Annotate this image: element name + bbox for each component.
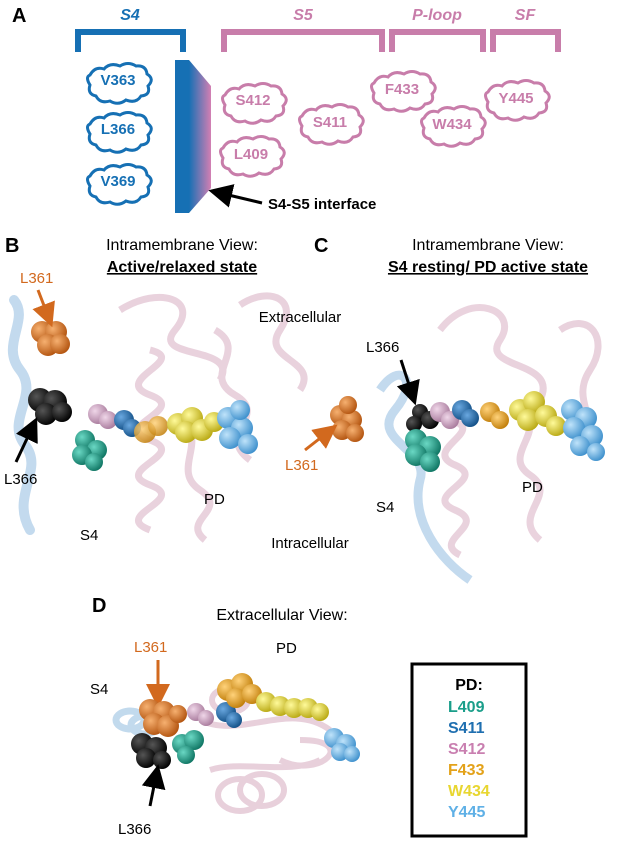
panel-d-title: Extracellular View: [216,607,347,624]
panel-c-title: Intramembrane View: [412,237,564,254]
s4-bracket-label: S4 [120,7,140,24]
residue-cloud-w434: W434 [420,105,487,148]
panel-c-l366-label: L366 [366,339,399,356]
y445-spheres-c [561,399,605,461]
panel-a-letter: A [12,5,26,27]
svg-text:V369: V369 [100,173,135,190]
panel-b-s4-label: S4 [80,527,98,544]
l366-spheres-b [28,388,72,425]
legend-item-l409: L409 [448,699,485,716]
s4-helix-ribbon-c [376,370,473,584]
panel-c-pd-label: PD [522,479,543,496]
panel-a: A S4 S5 P-loop SF V363 L366 V369 [12,5,561,213]
svg-text:L409: L409 [234,146,268,163]
legend-item-w434: W434 [448,783,490,800]
ploop-bracket-label: P-loop [412,7,462,24]
panel-d-pd-label: PD [276,640,297,657]
panel-c-s4-label: S4 [376,499,394,516]
legend-title: PD: [455,677,483,694]
ploop-bracket [389,29,486,52]
panel-d-l366-arrow [141,764,166,807]
l361-spheres-b [31,321,70,356]
s4-bracket [75,29,186,52]
s412-spheres-b [88,404,117,429]
interface-label: S4-S5 interface [268,196,376,213]
residue-cloud-f433: F433 [370,70,437,113]
s4-helix-ribbon [7,295,37,535]
s411-spheres-d [216,702,242,728]
l409-spheres-d [172,730,204,764]
panel-d-l361-label: L361 [134,639,167,656]
svg-text:S412: S412 [235,92,270,109]
panel-c-subtitle: S4 resting/ PD active state [388,259,588,276]
l409-spheres-b [72,430,107,471]
residue-cloud-s411: S411 [298,103,365,146]
w434-spheres-b [167,407,224,443]
panel-c-l366-arrow [396,359,420,406]
l361-spheres-c [330,396,364,442]
panel-b-l366-label: L366 [4,471,37,488]
panel-b-l361-label: L361 [20,270,53,287]
l361-spheres-d [139,699,187,737]
panel-d-letter: D [92,595,106,617]
residue-cloud-y445: Y445 [484,79,551,122]
l366-spheres-d [131,733,171,769]
panel-b-title: Intramembrane View: [106,237,258,254]
svg-text:Y445: Y445 [498,90,533,107]
svg-text:F433: F433 [385,81,419,98]
s5-bracket [221,29,385,52]
f433-spheres-c [480,402,509,429]
residue-cloud-l409: L409 [219,135,286,178]
panel-b-l366-arrow [14,417,38,463]
svg-text:V363: V363 [100,72,135,89]
panel-b-pd-label: PD [204,491,225,508]
y445-spheres-b [217,400,258,454]
svg-text:W434: W434 [432,116,472,133]
sf-bracket [490,29,561,52]
residue-cloud-v369: V369 [86,163,153,206]
w434-spheres-c [509,391,566,436]
panel-b-l361-arrow [32,289,55,328]
panel-c: C Intramembrane View: S4 resting/ PD act… [285,235,605,584]
extracellular-label: Extracellular [259,309,342,326]
panel-c-l361-arrow [304,424,338,452]
s4-s5-interface-wedge [189,60,211,213]
panel-b-letter: B [5,235,19,257]
panel-d: D Extracellular View: PD S4 L361 [90,595,360,838]
s412-spheres-d [187,703,214,726]
legend-item-f433: F433 [448,762,485,779]
s5-bracket-label: S5 [293,7,314,24]
residue-cloud-l366: L366 [86,111,153,154]
residue-cloud-v363: V363 [86,62,153,105]
panel-d-s4-label: S4 [90,681,108,698]
s4-interface-bar [175,60,189,213]
l409-spheres-c [405,429,441,472]
panel-d-l366-label: L366 [118,821,151,838]
svg-text:S411: S411 [313,114,347,131]
f433-spheres-b [134,416,168,443]
panel-b: B Intramembrane View: Active/relaxed sta… [4,235,308,544]
svg-text:L366: L366 [101,121,135,138]
legend-item-y445: Y445 [448,804,485,821]
interface-arrow [208,184,263,208]
panel-b-subtitle: Active/relaxed state [107,259,257,276]
panel-c-l361-label: L361 [285,457,318,474]
legend-box [410,662,528,838]
panel-c-letter: C [314,235,328,257]
s411-spheres-c [452,400,479,427]
legend-item-s411: S411 [448,720,485,737]
legend-item-s412: S412 [448,741,485,758]
w434-spheres-d [256,692,329,721]
sf-bracket-label: SF [515,7,537,24]
legend: PD: L409 S411 S412 F433 W434 Y445 [410,662,528,838]
intracellular-label: Intracellular [271,535,349,552]
residue-cloud-s412: S412 [221,82,288,125]
y445-spheres-d [324,728,360,762]
